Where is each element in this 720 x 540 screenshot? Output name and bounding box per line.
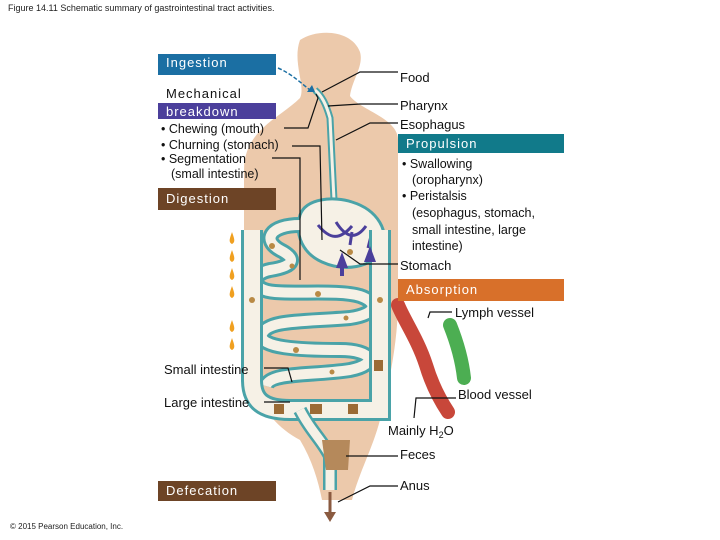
- blood-vessel: [391, 298, 455, 419]
- segmentation-item: • Segmentation: [161, 152, 246, 166]
- stomach-label: Stomach: [400, 258, 452, 273]
- lymph-vessel-label: Lymph vessel: [455, 305, 534, 320]
- mainly-h2o-label: Mainly H2O: [388, 423, 454, 440]
- mechanical-breakdown-band: breakdown: [158, 103, 276, 119]
- peristalsis-item: • Peristalsis: [402, 189, 467, 203]
- small-intestine: [247, 217, 381, 391]
- large-intestine-label: Large intestine: [164, 395, 250, 410]
- feces-bolus: [322, 440, 350, 470]
- absorption-label: Absorption: [406, 282, 479, 297]
- swallowing-sub: (oropharynx): [412, 173, 483, 187]
- pharynx-label: Pharynx: [400, 98, 448, 113]
- mainly-h2o-suffix: O: [443, 423, 454, 438]
- digestion-label: Digestion: [166, 191, 230, 206]
- food-label: Food: [400, 70, 430, 85]
- figure-caption: Figure 14.11 Schematic summary of gastro…: [8, 3, 275, 13]
- mainly-h2o-subscript: 2: [438, 430, 444, 440]
- food-particles: [249, 243, 383, 414]
- ingestion-arrow: [277, 67, 315, 92]
- propulsion-label: Propulsion: [406, 136, 478, 151]
- ingestion-tag: Ingestion: [158, 54, 276, 75]
- churning-item: • Churning (stomach): [161, 138, 279, 152]
- peristalsis-sub3: intestine): [412, 239, 463, 253]
- propulsion-tag: Propulsion: [398, 134, 564, 153]
- esophagus-label: Esophagus: [400, 117, 466, 132]
- ingestion-label: Ingestion: [166, 55, 228, 70]
- blood-vessel-label: Blood vessel: [458, 387, 532, 402]
- digestion-tag: Digestion: [158, 188, 276, 210]
- defecation-label: Defecation: [166, 483, 239, 498]
- mechanical-breakdown-label-line2: breakdown: [166, 104, 239, 119]
- peristalsis-sub2: small intestine, large: [412, 223, 526, 237]
- defecation-tag: Defecation: [158, 481, 276, 501]
- peristalsis-arrows: [336, 246, 376, 276]
- mechanical-breakdown-tag: Mechanical: [166, 86, 242, 102]
- esophagus: [312, 87, 338, 201]
- feces-label: Feces: [400, 447, 436, 462]
- mechanical-breakdown-label-line1: Mechanical: [166, 86, 242, 101]
- segmentation-sub: (small intestine): [171, 167, 259, 181]
- anus-label: Anus: [400, 478, 430, 493]
- small-intestine-label: Small intestine: [164, 362, 249, 377]
- copyright-notice: © 2015 Pearson Education, Inc.: [10, 522, 124, 531]
- chewing-item: • Chewing (mouth): [161, 122, 265, 136]
- peristalsis-sub1: (esophagus, stomach,: [412, 206, 535, 220]
- mainly-h2o-prefix: Mainly H: [388, 423, 439, 438]
- swallowing-item: • Swallowing: [402, 157, 473, 171]
- leader-lines: [264, 71, 456, 503]
- defecation-arrow: [324, 492, 336, 522]
- lymph-vessel: [443, 318, 471, 385]
- absorption-tag: Absorption: [398, 279, 564, 301]
